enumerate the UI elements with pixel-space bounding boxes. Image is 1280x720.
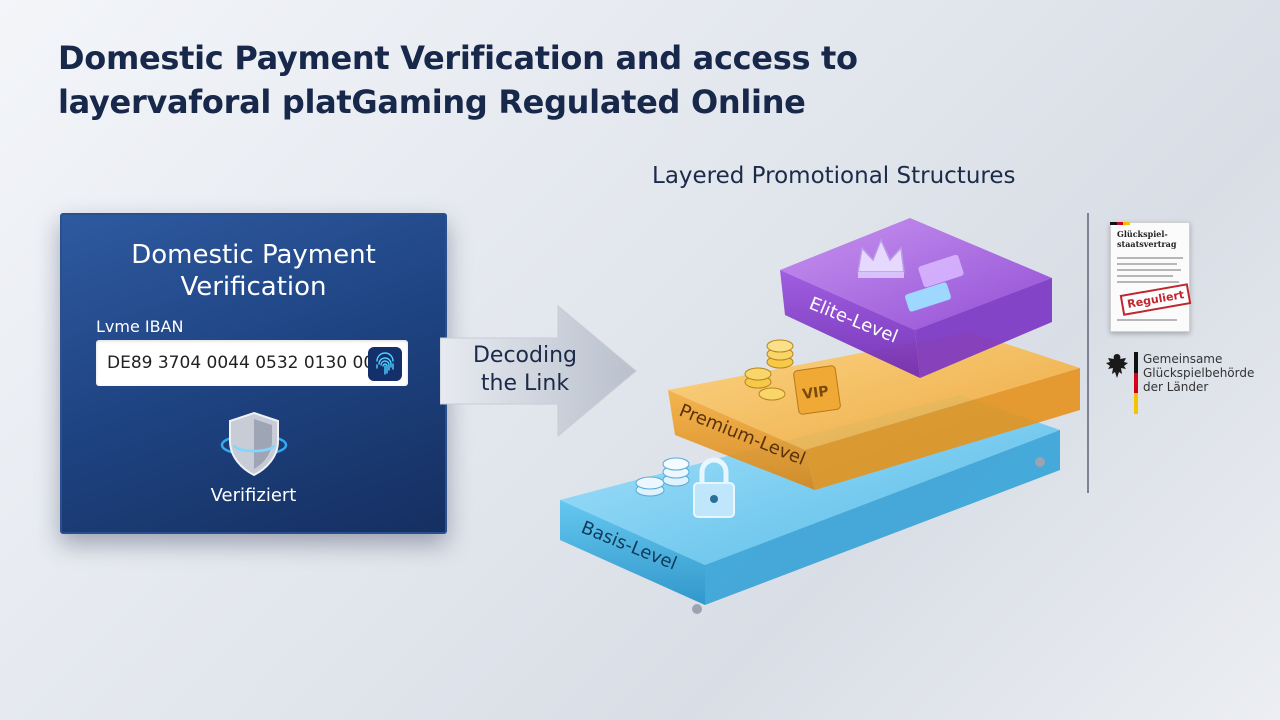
tier-premium — [668, 332, 1080, 490]
tier-elite — [780, 218, 1052, 378]
document-line — [1117, 257, 1183, 259]
decode-label-line2: the Link — [480, 371, 570, 396]
regulation-document: Glückspiel-staatsvertrag Reguliert — [1110, 222, 1192, 332]
eagle-icon — [1106, 354, 1128, 378]
main-title-line1: Domestic Payment Verification and access… — [58, 39, 858, 77]
shield-icon — [220, 411, 288, 477]
decode-label-line1: Decoding — [472, 343, 578, 368]
card-title-line2: Verification — [180, 272, 327, 302]
flag-strip-icon — [1110, 222, 1130, 225]
crown-icon — [857, 238, 905, 278]
document-title: Glückspiel-staatsvertrag — [1117, 229, 1177, 249]
iban-label: Lvme IBAN — [96, 317, 184, 336]
verified-status: Verifiziert — [210, 485, 297, 506]
document-line — [1117, 275, 1173, 277]
decode-arrow — [440, 304, 637, 438]
authority-line1: Gemeinsame — [1143, 352, 1223, 366]
authority-line3: der Länder — [1143, 380, 1209, 394]
document-line — [1117, 263, 1177, 265]
document-line — [1117, 281, 1179, 283]
document-line — [1117, 269, 1181, 271]
authority-name: Gemeinsame Glückspielbehörde der Länder — [1143, 352, 1254, 394]
main-title: Domestic Payment Verification and access… — [58, 36, 958, 124]
card-title: Domestic Payment Verification — [62, 239, 445, 303]
main-title-line2: layervaforal platGaming Regulated Online — [58, 83, 806, 121]
payment-verification-card: Domestic Payment Verification Lvme IBAN … — [60, 213, 447, 534]
authority-line2: Glückspielbehörde — [1143, 366, 1255, 380]
chips-icon — [635, 457, 690, 497]
iban-field[interactable]: DE89 3704 0044 0532 0130 00 — [96, 340, 408, 386]
tier-stack: VIP Basis-Level Premium-Level Elite-Leve… — [560, 218, 1080, 614]
regulated-stamp: Reguliert — [1119, 283, 1192, 316]
fingerprint-icon[interactable] — [368, 347, 402, 381]
document-line — [1117, 319, 1177, 321]
vip-badge-text: VIP — [801, 383, 829, 403]
padlock-icon — [693, 457, 735, 518]
vip-card-icon: VIP — [793, 365, 841, 415]
ticket-icon — [905, 254, 964, 312]
iban-value: DE89 3704 0044 0532 0130 00 — [107, 353, 375, 373]
german-flag-icon — [1134, 352, 1138, 414]
regulation-divider — [1087, 213, 1089, 493]
coins-icon — [744, 339, 794, 401]
decode-label: Decoding the Link — [455, 342, 595, 398]
section-title: Layered Promotional Structures — [652, 163, 1016, 189]
card-title-line1: Domestic Payment — [131, 240, 376, 270]
